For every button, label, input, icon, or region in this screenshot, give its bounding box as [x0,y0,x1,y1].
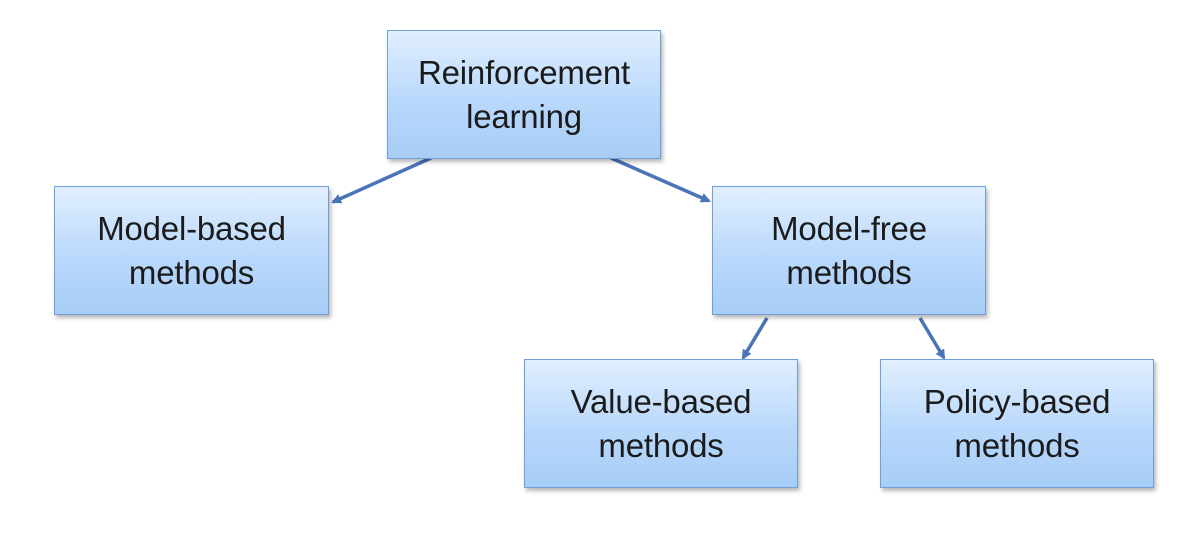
edge-root-to-model-based [331,156,432,204]
node-model-free-methods: Model-free methods [712,186,986,315]
node-model-based-methods: Model-based methods [54,186,329,315]
edge-model-free-to-value-based [741,317,769,360]
node-label: Policy-based methods [923,382,1111,464]
node-label: Value-based methods [570,382,752,464]
edge-model-free-to-policy-based [918,317,946,360]
node-label: Reinforcement learning [418,53,630,135]
node-label: Model-based methods [97,209,286,291]
edge-root-to-model-free [610,156,711,203]
node-policy-based-methods: Policy-based methods [880,359,1154,488]
node-reinforcement-learning: Reinforcement learning [387,30,661,159]
node-label: Model-free methods [771,209,927,291]
node-value-based-methods: Value-based methods [524,359,798,488]
